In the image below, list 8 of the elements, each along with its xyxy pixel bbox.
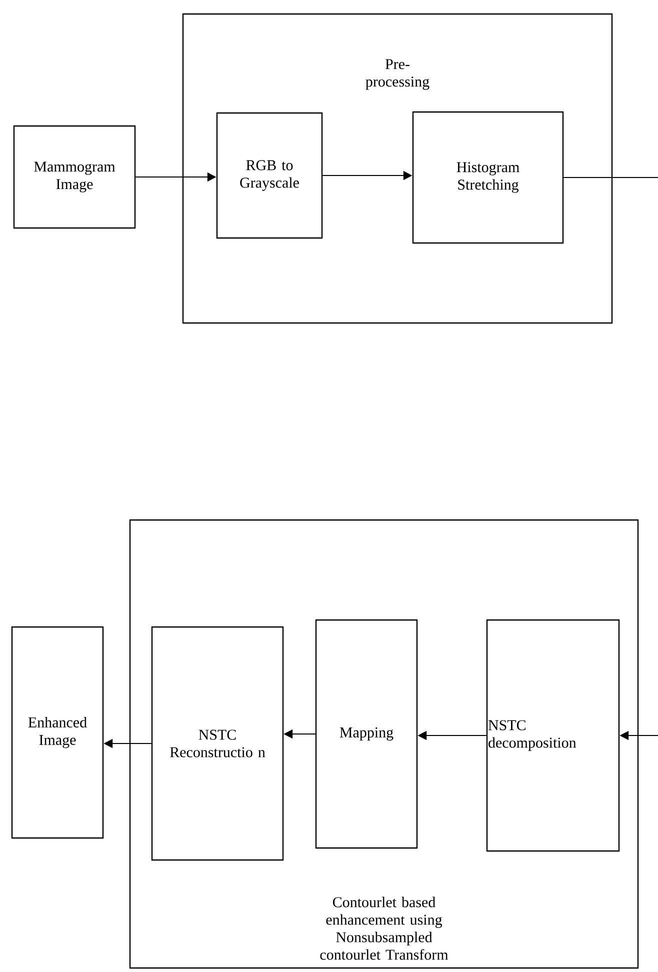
- process-box: NSTC decomposition: [486, 619, 620, 852]
- process-box: NSTC Reconstructio n: [151, 626, 284, 861]
- process-box: Mapping: [315, 619, 418, 849]
- process-box: RGB to Grayscale: [216, 112, 323, 239]
- process-box: Mammogram Image: [13, 125, 136, 229]
- connector-line: [563, 177, 658, 178]
- process-box: Histogram Stretching: [412, 111, 564, 244]
- process-box: Enhanced Image: [11, 626, 104, 839]
